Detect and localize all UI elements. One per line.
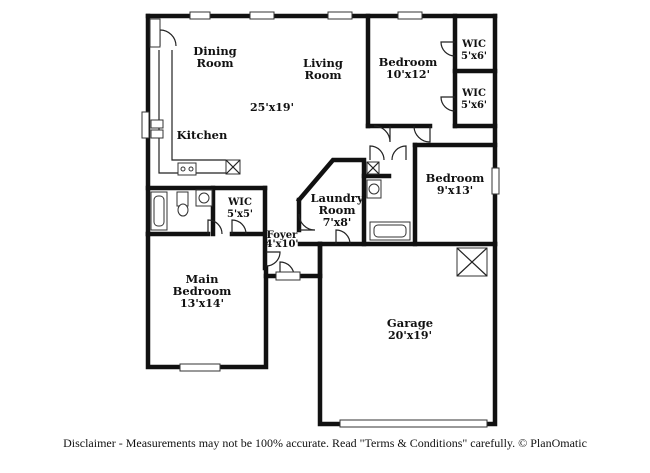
great-room-dims: 25'x19'	[250, 101, 294, 114]
bedroom-e-dims: 9'x13'	[437, 184, 473, 197]
laundry-name-1: Laundry	[310, 191, 363, 205]
room-labels: Dining Room Living Room 25'x19' Kitchen …	[173, 39, 487, 342]
wic-ne-top-dims: 5'x6'	[461, 51, 487, 62]
dining-name-2: Room	[196, 56, 233, 70]
bath-fixtures	[150, 189, 213, 231]
laundry-dims: 7'x8'	[323, 216, 352, 229]
garage-name: Garage	[387, 316, 433, 330]
bedroom-ne-name: Bedroom	[379, 55, 438, 69]
bedroom-e-name: Bedroom	[426, 171, 485, 185]
wic-main-dims: 5'x5'	[227, 209, 253, 220]
wic-ne-bottom-name: WIC	[461, 88, 486, 99]
foyer-dims: 4'x10'	[266, 239, 299, 250]
kitchen-fixtures	[149, 18, 241, 176]
kitchen-name: Kitchen	[177, 128, 228, 142]
laundry-name-2: Room	[318, 203, 355, 217]
foyer-name: Foyer	[267, 230, 298, 241]
main-bedroom-name-1: Main	[186, 272, 220, 286]
bath-fixtures-east	[366, 161, 411, 241]
main-bedroom-name-2: Bedroom	[173, 284, 232, 298]
wic-ne-bottom-dims: 5'x6'	[461, 100, 487, 111]
wic-main-name: WIC	[227, 197, 252, 208]
main-bedroom-dims: 13'x14'	[180, 297, 224, 310]
dining-name-1: Dining	[193, 44, 236, 58]
bedroom-ne-dims: 10'x12'	[386, 68, 430, 81]
disclaimer-text: Disclaimer - Measurements may not be 100…	[63, 436, 587, 450]
living-name-1: Living	[303, 56, 343, 70]
living-name-2: Room	[304, 68, 341, 82]
water-heater	[456, 247, 488, 277]
garage-dims: 20'x19'	[388, 329, 432, 342]
windows	[141, 11, 500, 372]
garage-door	[339, 419, 488, 428]
wic-ne-top-name: WIC	[461, 39, 486, 50]
door-swings	[207, 41, 456, 281]
